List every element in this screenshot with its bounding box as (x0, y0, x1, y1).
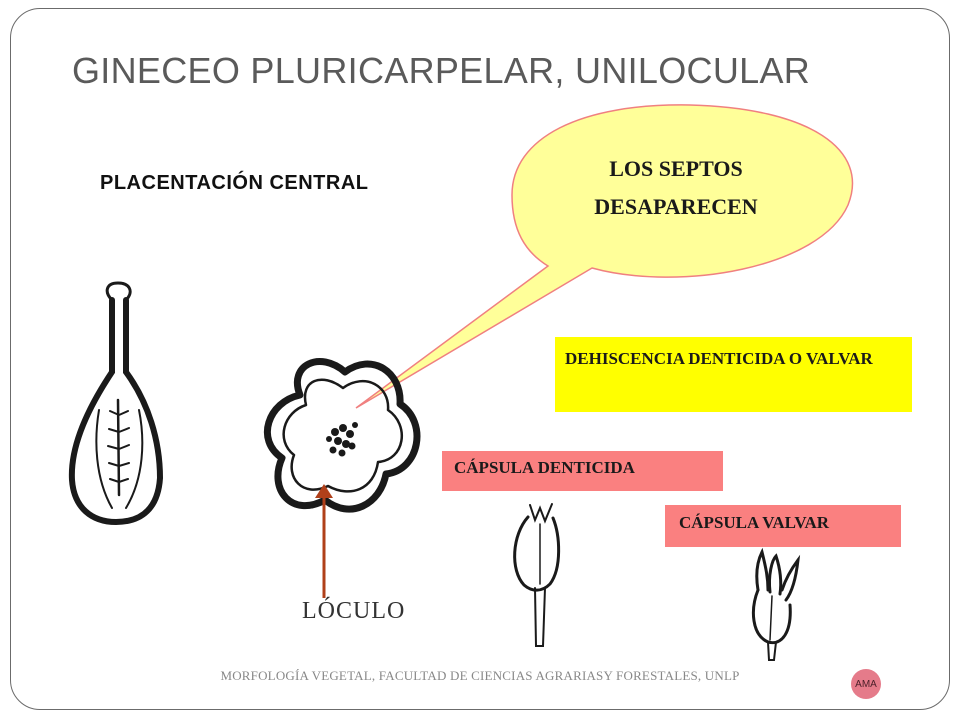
valvar-capsule-drawing (751, 547, 801, 661)
locule-arrow (315, 484, 333, 598)
callout-text: LOS SEPTOS DESAPARECEN (532, 150, 820, 226)
placenta-ovules (326, 422, 358, 457)
slide-title: GINECEO PLURICARPELAR, UNILOCULAR (72, 50, 811, 91)
callout-line-1: LOS SEPTOS (609, 156, 743, 181)
slide-subtitle: PLACENTACIÓN CENTRAL (100, 172, 369, 194)
ama-logo-icon: AMA (851, 669, 881, 699)
callout-bubble (355, 104, 854, 409)
ovary-longitudinal-drawing (68, 281, 164, 526)
ovary-cross-section-drawing (263, 358, 421, 513)
callout-line-2: DESAPARECEN (594, 194, 758, 219)
dehiscence-label: DEHISCENCIA DENTICIDA O VALVAR (555, 337, 912, 412)
denticidal-capsule-label: CÁPSULA DENTICIDA (442, 451, 723, 491)
footer-text: MORFOLOGÍA VEGETAL, FACULTAD DE CIENCIAS… (220, 668, 740, 683)
denticidal-capsule-drawing (513, 503, 561, 647)
locule-label: LÓCULO (302, 598, 406, 624)
valvar-capsule-label: CÁPSULA VALVAR (665, 505, 901, 547)
